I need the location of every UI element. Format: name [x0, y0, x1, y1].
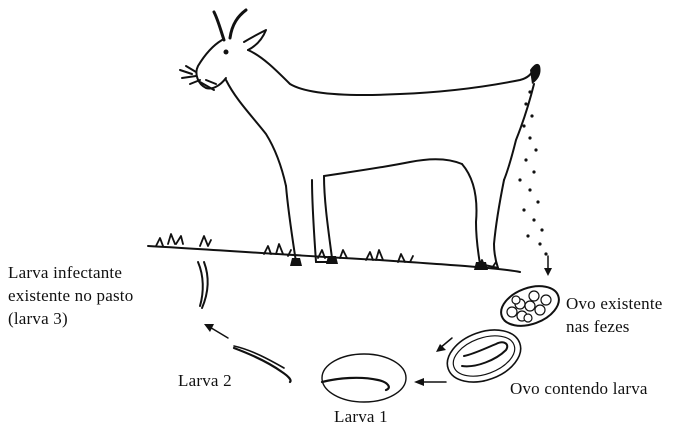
- cycle-arrow-icon: [414, 378, 446, 386]
- larva-2-label: Larva 2: [178, 370, 232, 391]
- egg-in-feces-label-line-2: nas fezes: [566, 316, 630, 337]
- goat-eye: [224, 50, 229, 55]
- larva-2-icon: [234, 346, 291, 382]
- cycle-arrow-icon: [204, 324, 228, 338]
- egg-in-feces-label-line-1: Ovo existente: [566, 293, 663, 314]
- egg-with-larva-label: Ovo contendo larva: [510, 378, 648, 399]
- goat-illustration: [180, 10, 541, 270]
- feces-dots: [518, 90, 547, 255]
- goat-hoof: [290, 258, 302, 266]
- egg-in-feces-icon: [496, 279, 565, 333]
- goat-tail: [530, 64, 541, 84]
- larva-3-label-line-3: (larva 3): [8, 308, 68, 329]
- larva-3-icon: [198, 262, 208, 308]
- larva-1-label: Larva 1: [334, 406, 388, 427]
- cycle-arrow-icon: [436, 338, 452, 352]
- larva-3-label-line-2: existente no pasto: [8, 285, 133, 306]
- ground-line: [148, 234, 520, 272]
- arrow-down-icon: [544, 256, 552, 276]
- larva-1-icon: [322, 354, 406, 402]
- larva-3-label-line-1: Larva infectante: [8, 262, 122, 283]
